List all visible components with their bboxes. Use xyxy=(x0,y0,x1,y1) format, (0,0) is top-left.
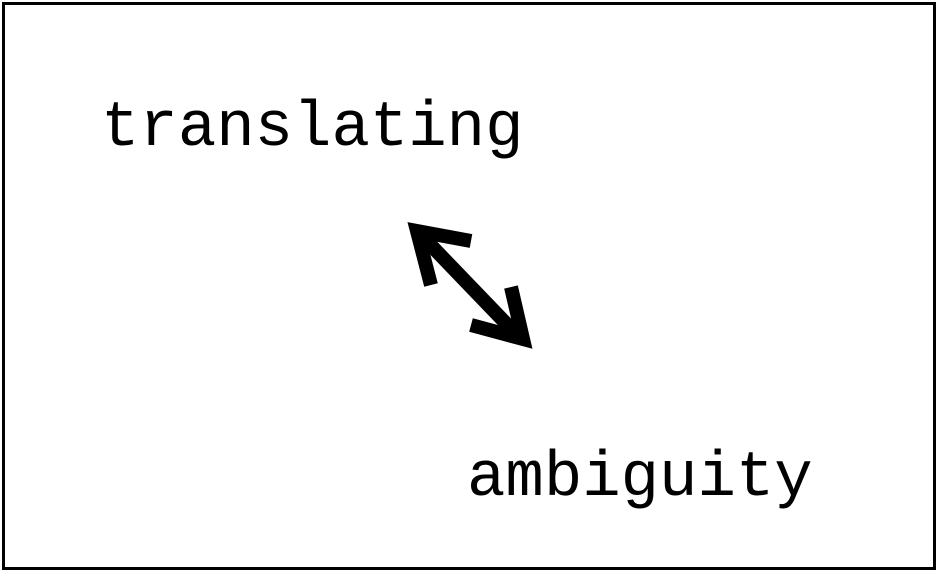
word-translating: translating xyxy=(101,93,524,165)
word-ambiguity: ambiguity xyxy=(467,443,813,515)
double-headed-arrow-icon xyxy=(407,222,533,349)
